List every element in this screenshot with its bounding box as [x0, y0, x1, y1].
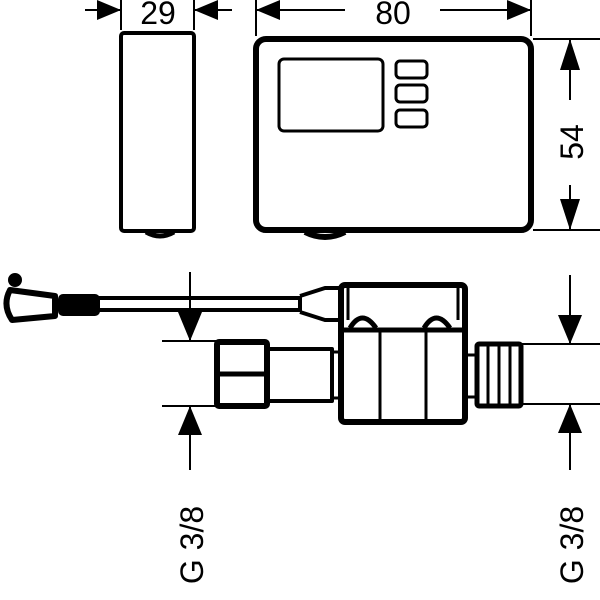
label-inlet-thread: G 3/8 [174, 506, 210, 584]
front-view-box [253, 36, 534, 240]
dimension-54 [533, 38, 600, 231]
button-middle [394, 83, 429, 104]
label-height-front: 54 [554, 124, 590, 160]
solenoid-valve [214, 282, 524, 425]
dimension-80 [255, 0, 532, 36]
button-bottom [394, 108, 429, 129]
dimension-29 [85, 0, 232, 30]
label-outlet-thread: G 3/8 [554, 506, 590, 584]
label-width-front: 80 [375, 0, 411, 31]
sensor-cable [3, 273, 343, 323]
button-top [394, 59, 429, 80]
dimension-inlet [162, 272, 217, 470]
label-width-side: 29 [140, 0, 176, 31]
display-screen [277, 57, 385, 133]
dimension-outlet [521, 275, 600, 470]
side-view-box [119, 31, 196, 239]
